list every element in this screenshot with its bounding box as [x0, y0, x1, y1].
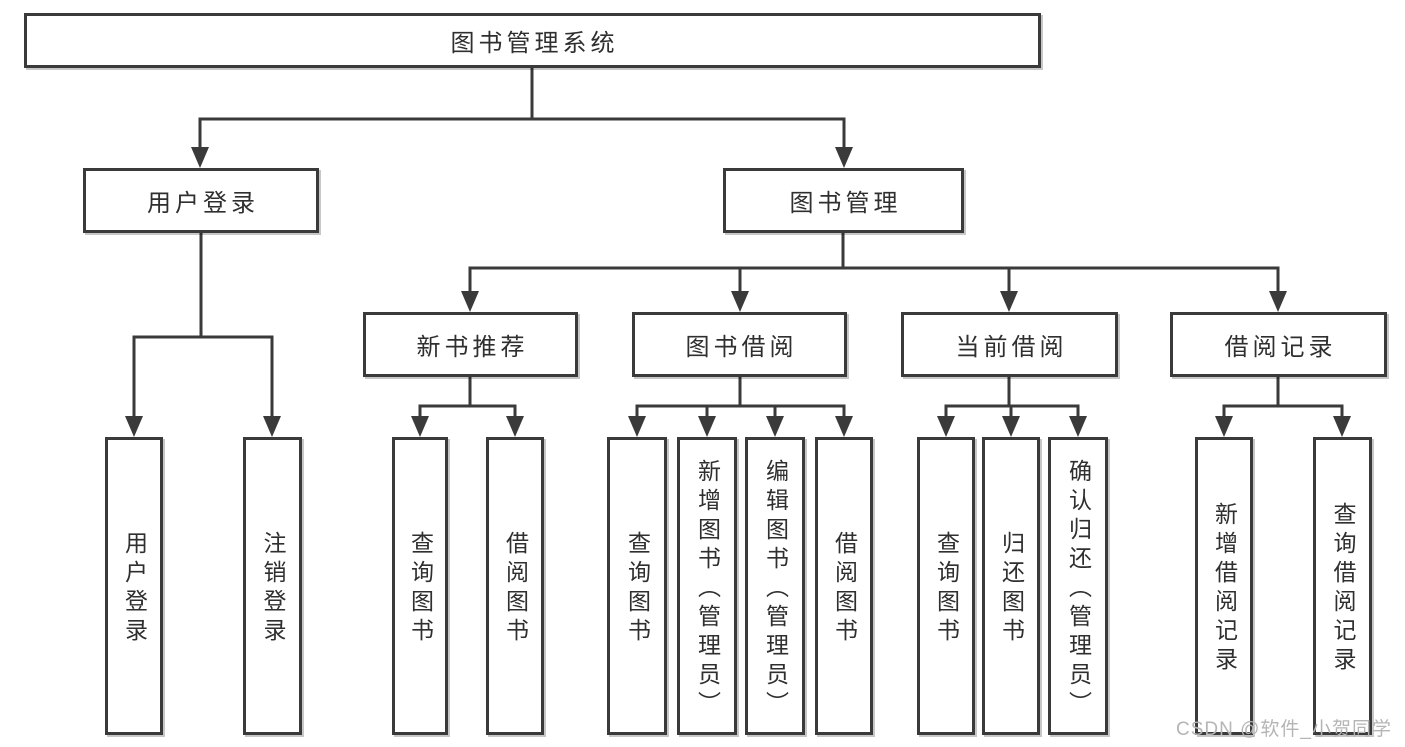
- node-book-borrow: 图书借阅: [632, 312, 847, 377]
- node-label: 借阅图书: [502, 531, 529, 647]
- node-current-return-books: 归还图书: [982, 437, 1040, 735]
- node-label: 借阅记录: [1224, 334, 1337, 361]
- node-current-confirm-return-admin: 确认归还（管理员）: [1048, 437, 1108, 735]
- node-label: 注销登录: [260, 531, 286, 647]
- node-label: 查询借阅记录: [1330, 502, 1356, 676]
- node-user-login-op: 用户登录: [105, 437, 163, 735]
- node-label: 归还图书: [998, 531, 1025, 647]
- node-label: 图书借阅: [685, 334, 798, 361]
- node-borrow-edit-books-admin: 编辑图书（管理员）: [745, 437, 805, 735]
- node-records-add-record: 新增借阅记录: [1195, 437, 1253, 735]
- node-label: 新书推荐: [416, 334, 529, 361]
- node-label: 编辑图书（管理员）: [762, 458, 789, 720]
- node-recommend-query-books: 查询图书: [392, 437, 448, 735]
- node-label: 查询图书: [624, 531, 651, 647]
- node-records-query-record: 查询借阅记录: [1313, 437, 1372, 735]
- node-label: 图书管理系统: [450, 30, 619, 57]
- node-label: 查询图书: [933, 531, 960, 647]
- node-label: 当前借阅: [955, 334, 1068, 361]
- node-label: 新增图书（管理员）: [694, 458, 721, 720]
- node-new-book-recommend: 新书推荐: [363, 312, 578, 377]
- node-label: 借阅图书: [831, 531, 858, 647]
- node-borrow-add-books-admin: 新增图书（管理员）: [677, 437, 737, 735]
- node-label: 用户登录: [147, 190, 259, 217]
- node-label: 确认归还（管理员）: [1065, 458, 1092, 720]
- watermark: CSDN @软件_小贺同学: [1176, 719, 1392, 740]
- node-current-query-books: 查询图书: [917, 437, 975, 735]
- node-user-login: 用户登录: [83, 168, 319, 233]
- node-recommend-borrow-books: 借阅图书: [486, 437, 544, 735]
- node-label: 查询图书: [407, 531, 434, 647]
- node-label: 新增借阅记录: [1211, 502, 1238, 676]
- node-borrow-borrow-books: 借阅图书: [815, 437, 873, 735]
- node-book-management: 图书管理: [723, 168, 964, 233]
- node-logout-op: 注销登录: [243, 437, 302, 735]
- node-borrow-records: 借阅记录: [1170, 312, 1387, 377]
- node-root: 图书管理系统: [24, 13, 1041, 68]
- node-label: 图书管理: [789, 190, 902, 217]
- node-borrow-query-books: 查询图书: [607, 437, 667, 735]
- node-label: 用户登录: [121, 531, 148, 647]
- node-current-borrow: 当前借阅: [901, 312, 1118, 377]
